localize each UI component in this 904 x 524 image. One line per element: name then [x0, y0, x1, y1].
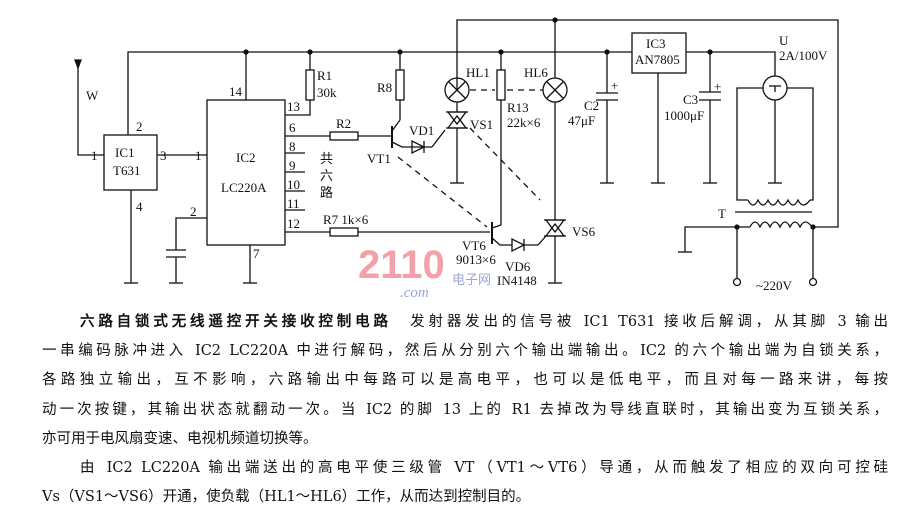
r8-resistor [395, 69, 405, 101]
label-r1: R1 [317, 68, 332, 83]
label-ic1: IC1 [115, 145, 135, 160]
label-vs6: VS6 [572, 224, 596, 239]
watermark-sub: 电子网 [452, 272, 491, 287]
label-w: W [86, 88, 99, 103]
paragraph-text: 发射器发出的信号被 IC1 T631 接收后解调，从其脚 3 输出 [406, 314, 889, 330]
label-plus: + [611, 78, 618, 93]
label-plus: + [714, 79, 721, 94]
watermark-logo: 2110 电子网 .com [358, 243, 491, 300]
pin-label: 1 [195, 148, 202, 163]
label-six-way: 共 [320, 151, 333, 166]
bridge-rectifier-icon [762, 75, 788, 101]
label-r1-value: 30k [317, 85, 337, 100]
pin-label: 4 [136, 199, 143, 214]
text-line-1: 六路自锁式无线遥控开关接收控制电路 发射器发出的信号被 IC1 T631 接收后… [80, 312, 888, 332]
label-ic1-model: T631 [113, 163, 140, 178]
label-six-way: 路 [320, 185, 333, 200]
pin-label: 10 [287, 177, 300, 192]
label-ic2-model: LC220A [221, 180, 267, 195]
label-vt6: VT6 [462, 238, 486, 253]
pin-label: 8 [289, 139, 296, 154]
ic3-regulator [631, 32, 687, 74]
label-vt6-model: 9013×6 [456, 252, 496, 267]
label-t: T [718, 206, 726, 221]
pin-label: 12 [287, 216, 300, 231]
text-line-7: Vs（VS1～VS6）开通，使负载（HL1～HL6）工作，从而达到控制目的。 [42, 489, 531, 505]
wires [74, 19, 839, 287]
r7-resistor [329, 227, 359, 237]
pin-label: 7 [253, 246, 260, 261]
label-c3-value: 1000μF [664, 108, 704, 123]
pin-label: 14 [229, 84, 243, 99]
label-ic2: IC2 [236, 150, 256, 165]
label-vs1: VS1 [470, 117, 493, 132]
text-line-5: 亦可用于电风扇变速、电视机频道切换等。 [42, 431, 318, 447]
label-r8: R8 [377, 80, 392, 95]
label-r13-value: 22k×6 [507, 115, 541, 130]
r1-resistor [305, 69, 315, 101]
pin-label: 2 [190, 204, 197, 219]
label-mains: ~220V [756, 278, 793, 293]
r13-resistor [496, 69, 506, 101]
r2-resistor [329, 131, 359, 141]
pin-label: 3 [160, 148, 167, 163]
circuit-title: 六路自锁式无线遥控开关接收控制电路 [80, 313, 392, 330]
label-ic3-model: AN7805 [635, 52, 680, 67]
text-line-3: 各路独立输出，互不影响，六路输出中每路可以是高电平，也可以是低电平，而且对每一路… [42, 372, 888, 388]
label-vd6-model: IN4148 [497, 273, 537, 288]
text-line-2: 一串编码脉冲进入 IC2 LC220A 中进行解码，然后从分别六个输出端输出。I… [42, 343, 888, 359]
pin-label: 6 [289, 120, 296, 135]
dashed-links [397, 89, 543, 228]
label-u: U [779, 33, 789, 48]
pin-label: 11 [287, 196, 300, 211]
pin-label: 1 [91, 148, 98, 163]
watermark-domain: .com [400, 285, 429, 300]
label-vd6: VD6 [505, 259, 531, 274]
ic1-chip [103, 134, 158, 191]
label-u-value: 2A/100V [779, 48, 828, 63]
label-r13: R13 [507, 100, 529, 115]
label-c3: C3 [683, 92, 698, 107]
label-vd1: VD1 [409, 123, 434, 138]
text-line-4: 动一次按键，其输出状态就翻动一次。当 IC2 的脚 13 上的 R1 去掉改为导… [42, 402, 888, 418]
pin-label: 13 [287, 99, 300, 114]
label-c2: C2 [584, 98, 599, 113]
pin-label: 9 [289, 158, 296, 173]
text-line-6: 由 IC2 LC220A 输出端送出的高电平使三级管 VT（VT1～VT6）导通… [80, 460, 888, 476]
hl1-lamp-icon [444, 77, 470, 103]
label-c2-value: 47μF [568, 113, 595, 128]
label-six-way: 六 [320, 168, 333, 183]
pin-label: 2 [136, 119, 143, 134]
label-r2: R2 [336, 116, 351, 131]
label-hl1: HL1 [466, 65, 490, 80]
label-ic3: IC3 [646, 36, 666, 51]
label-vt1: VT1 [367, 151, 391, 166]
hl6-lamp-icon [542, 77, 568, 103]
label-hl6: HL6 [524, 65, 548, 80]
circuit-diagram: 2110 电子网 .com [74, 17, 839, 300]
watermark-text: 2110 [358, 243, 445, 287]
ic2-chip [206, 99, 286, 246]
label-r7: R7 1k×6 [323, 212, 369, 227]
